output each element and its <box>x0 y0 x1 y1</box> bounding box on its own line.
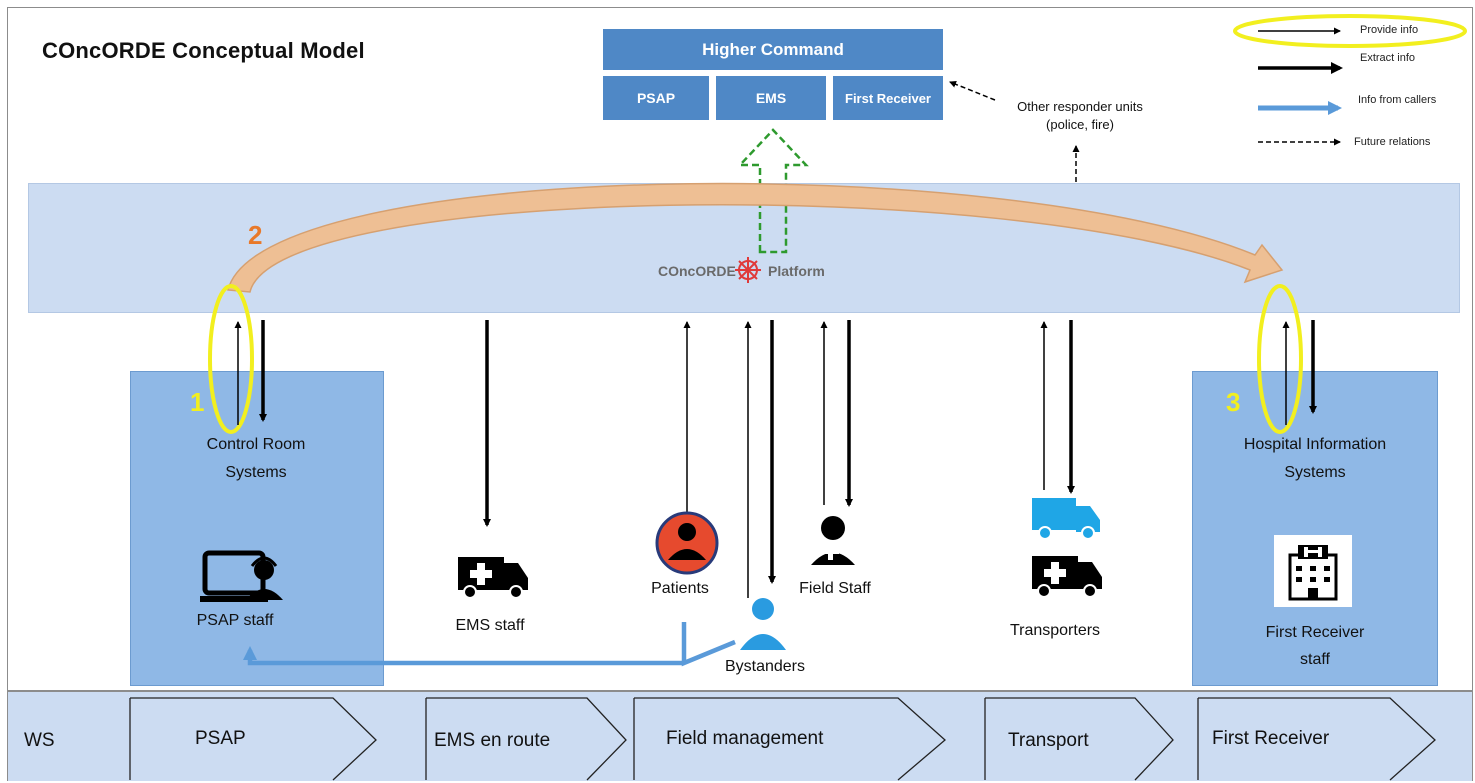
info-flow-arrow-2 <box>227 182 1284 293</box>
higher-command-box: Higher Command <box>603 29 943 70</box>
other-units-line1: Other responder units <box>1017 99 1143 114</box>
legend <box>1233 14 1467 146</box>
control-room-label-line2: Systems <box>225 464 287 481</box>
highlight-ellipse-left <box>208 284 254 434</box>
chevron-field-management <box>634 697 946 781</box>
workflow-label: WS <box>24 730 55 751</box>
future-arrow-to-higher-command <box>737 128 809 254</box>
hospital-icon <box>1274 535 1352 607</box>
higher-command-psap: PSAP <box>603 76 709 120</box>
step-2-number: 2 <box>248 220 263 250</box>
stage-ems-en-route: EMS en route <box>434 730 551 751</box>
bystanders-label: Bystanders <box>724 658 806 675</box>
chevron-transport <box>985 697 1174 781</box>
control-room-panel <box>130 371 384 686</box>
workflow-chevrons <box>129 697 1436 781</box>
step-1-number: 1 <box>190 387 205 417</box>
ambulance-icon <box>458 557 528 599</box>
caller-info-arrow <box>250 622 736 667</box>
chevron-first-receiver <box>1198 697 1436 781</box>
patient-icon <box>655 511 719 575</box>
transporters-label: Transporters <box>1009 622 1101 639</box>
diagram-title: COncORDE Conceptual Model <box>42 38 365 63</box>
highlight-ellipse-right <box>1257 284 1303 434</box>
chevron-psap <box>130 697 377 781</box>
legend-provide-label: Provide info <box>1360 24 1419 36</box>
higher-command-ems: EMS <box>716 76 826 120</box>
stage-field-management: Field management <box>666 728 824 749</box>
patients-label: Patients <box>651 580 709 597</box>
psap-staff-label: PSAP staff <box>196 612 274 629</box>
bystander-icon <box>740 598 786 650</box>
hospital-panel <box>1192 371 1438 686</box>
control-room-label-line1: Control Room <box>206 436 306 453</box>
future-arrow-higher-command <box>949 80 996 101</box>
truck-icon <box>1032 498 1100 540</box>
field-staff-label: Field Staff <box>799 580 871 597</box>
concorde-logo-icon <box>735 257 761 283</box>
first-receiver-label-line1: First Receiver <box>1265 624 1365 641</box>
stage-transport: Transport <box>1008 730 1089 751</box>
chevron-ems-en-route <box>426 697 627 781</box>
platform-label-right: Platform <box>768 263 825 279</box>
higher-command-first-receiver: First Receiver <box>833 76 943 120</box>
first-receiver-label-line2: staff <box>1300 651 1330 668</box>
stage-psap: PSAP <box>195 728 246 749</box>
hospital-label-line2: Systems <box>1284 464 1346 481</box>
other-units-line2: (police, fire) <box>1046 117 1114 132</box>
transport-ambulance-icon <box>1032 556 1102 598</box>
vertical-arrows <box>234 320 1317 598</box>
legend-extract-label: Extract info <box>1360 52 1416 64</box>
stage-first-receiver: First Receiver <box>1212 728 1330 749</box>
step-3-number: 3 <box>1226 387 1241 417</box>
legend-highlight-ellipse <box>1233 14 1467 48</box>
legend-callers-label: Info from callers <box>1358 94 1437 106</box>
platform-label-left: COncORDE <box>658 263 736 279</box>
ems-staff-label: EMS staff <box>455 617 525 634</box>
psap-staff-icon <box>200 550 283 602</box>
field-staff-icon <box>811 516 855 565</box>
hospital-label-line1: Hospital Information <box>1243 436 1387 453</box>
legend-future-label: Future relations <box>1354 136 1431 148</box>
